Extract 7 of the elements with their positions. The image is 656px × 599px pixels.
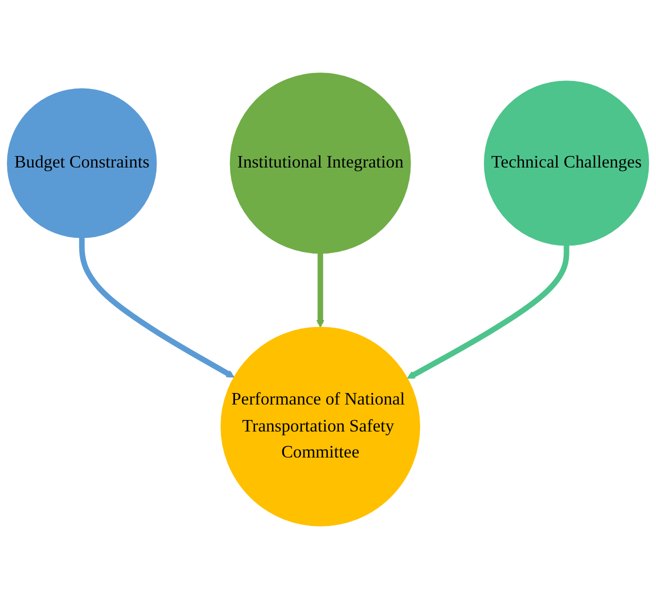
arrow xyxy=(316,253,324,328)
node-circle: Performance of National Transportation Safety Committee xyxy=(220,326,420,526)
arrow xyxy=(79,238,234,378)
node-circle: Institutional Integration xyxy=(230,72,411,254)
arrow xyxy=(406,245,570,380)
node-circle: Technical Challenges xyxy=(484,80,650,246)
node-circle: Budget Constraints xyxy=(6,88,157,238)
